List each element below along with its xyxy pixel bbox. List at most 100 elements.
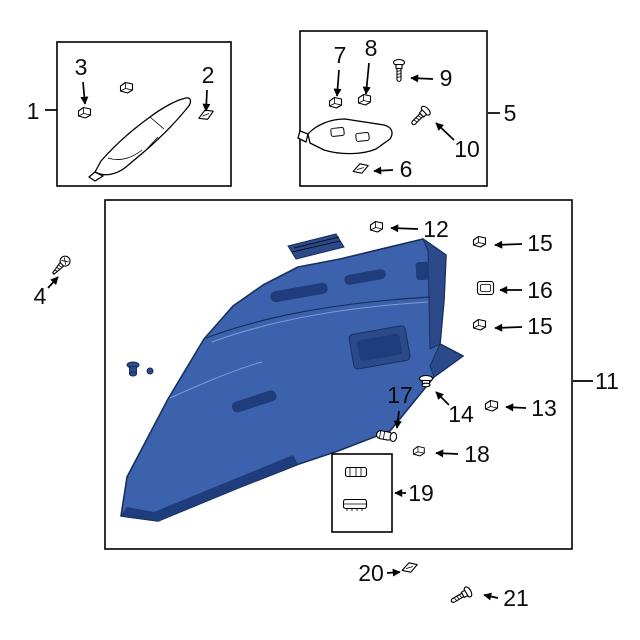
callout-18-leader: [435, 449, 459, 458]
trim-clip-icon: [369, 220, 384, 233]
callout-8-leader: [362, 62, 371, 95]
bolt-icon: [448, 585, 474, 607]
panel-highlight: [169, 301, 429, 399]
main-box-quarter-trim: [104, 199, 573, 550]
callout-5: 5: [488, 100, 516, 126]
callout-20-leader: [386, 568, 401, 577]
callout-17-leader: [393, 410, 402, 429]
panel-bottom-edge: [121, 455, 298, 521]
panel-step: [429, 343, 464, 378]
callout-14-leader: [435, 391, 450, 406]
callout-20-label: 20: [358, 560, 384, 586]
callout-4-label: 4: [34, 283, 47, 309]
inset-box-pillar-trim: [56, 41, 232, 187]
callout-18: 18: [435, 441, 490, 467]
callout-9: 9: [410, 65, 453, 91]
callout-10-label: 10: [454, 136, 480, 162]
callout-18-label: 18: [464, 441, 490, 467]
callout-3: 3: [75, 54, 89, 105]
callout-15b: 15: [494, 313, 553, 339]
callout-15b-leader: [494, 323, 523, 332]
callout-13: 13: [505, 395, 557, 421]
panel-pocket-inner: [357, 333, 403, 362]
callout-13-leader: [505, 403, 527, 412]
screw-icon: [48, 253, 73, 278]
trim-clip-icon: [357, 93, 372, 106]
trim-clip-icon: [472, 235, 487, 248]
sill-trim-tab: [297, 130, 309, 143]
trim-clip-icon: [472, 318, 487, 331]
callout-20: 20: [358, 560, 401, 586]
trim-clip-icon: [119, 81, 134, 94]
callout-5-label: 5: [504, 100, 517, 126]
panel-slot: [231, 390, 277, 413]
callout-8-label: 8: [365, 35, 378, 61]
callout-3-leader: [80, 81, 89, 105]
panel-top-pad-ribs: [291, 236, 341, 253]
callout-7-label: 7: [334, 42, 347, 68]
trim-clip-icon: [77, 106, 92, 119]
callout-2-leader: [202, 89, 211, 112]
pillar-trim-detail: [107, 116, 165, 160]
callout-14-label: 14: [448, 401, 474, 427]
callout-7: 7: [333, 42, 347, 97]
sill-trim-outline: [307, 118, 393, 155]
callout-19-label: 19: [408, 480, 434, 506]
callout-13-label: 13: [531, 395, 557, 421]
callout-11: 11: [573, 368, 619, 394]
callout-6-label: 6: [400, 156, 413, 182]
pillar-trim-part: [88, 97, 192, 182]
inset-box-sill-trim: [299, 30, 488, 187]
callout-1-label: 1: [27, 98, 40, 124]
callout-2-label: 2: [202, 62, 215, 88]
sill-trim-hole: [355, 131, 370, 142]
callout-16-label: 16: [527, 277, 553, 303]
callout-21-label: 21: [503, 585, 529, 611]
callout-11-label: 11: [595, 368, 619, 394]
callout-21: 21: [483, 585, 529, 611]
callout-21-leader: [483, 592, 499, 601]
callout-7-leader: [333, 69, 342, 97]
pillar-trim-outline: [94, 97, 192, 176]
inset-box-retainers: [331, 453, 393, 533]
callout-15b-label: 15: [527, 313, 553, 339]
callout-15a-leader: [494, 240, 523, 249]
callout-9-label: 9: [440, 65, 453, 91]
quarter-trim-panel: [120, 233, 464, 522]
callout-6: 6: [373, 156, 413, 182]
callout-4-leader: [47, 276, 59, 289]
callout-3-label: 3: [75, 54, 88, 80]
retainer-clip-icon: [344, 466, 368, 478]
panel-ledge-line: [205, 296, 431, 339]
callout-16: 16: [499, 277, 553, 303]
callout-6-leader: [373, 166, 394, 175]
sill-trim-hole: [330, 126, 345, 137]
callout-12-label: 12: [423, 216, 449, 242]
callout-4: 4: [34, 276, 59, 309]
callout-10: 10: [435, 122, 480, 162]
callout-15a: 15: [494, 230, 553, 256]
panel-slot: [270, 282, 328, 303]
callout-12: 12: [390, 216, 449, 242]
callout-15a-label: 15: [527, 230, 553, 256]
wedge-clip-icon: [400, 561, 419, 574]
sill-trim-part: [297, 118, 393, 155]
bolt-icon: [407, 104, 433, 129]
callout-14: 14: [435, 391, 474, 427]
callout-17: 17: [387, 382, 413, 429]
trim-clip-icon: [484, 399, 499, 412]
trim-clip-icon: [328, 96, 343, 109]
trim-clip-icon: [412, 445, 425, 457]
bolt-icon: [392, 58, 406, 83]
push-pin-stud-icon: [146, 367, 154, 375]
pillar-trim-foot: [88, 171, 104, 182]
plug-cover-icon: [476, 280, 495, 296]
peg-icon: [375, 429, 398, 443]
callout-1: 1: [27, 98, 57, 124]
callout-8: 8: [362, 35, 378, 95]
panel-body: [120, 238, 464, 522]
panel-hole: [415, 261, 430, 281]
wedge-clip-icon: [351, 162, 370, 175]
callout-19: 19: [394, 480, 434, 506]
